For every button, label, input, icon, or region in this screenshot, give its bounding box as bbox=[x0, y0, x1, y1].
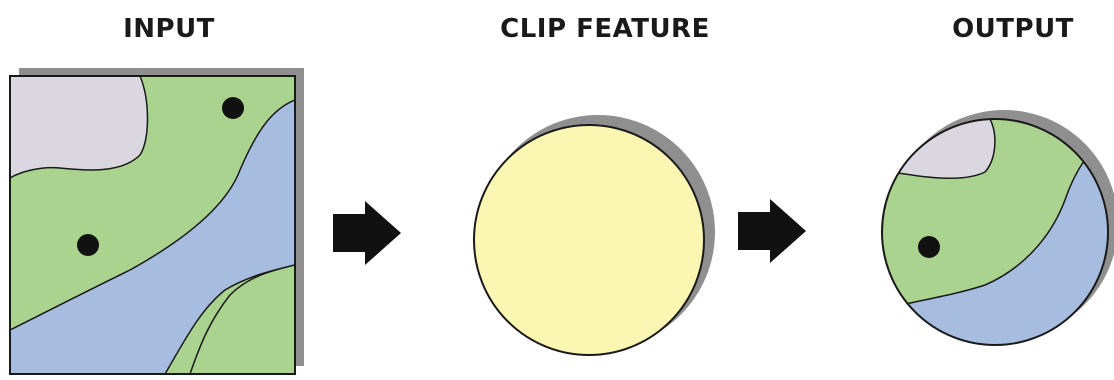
clip-feature-label: CLIP FEATURE bbox=[500, 14, 710, 44]
input-green-corner bbox=[189, 264, 295, 374]
output-pale-region bbox=[882, 119, 996, 180]
input-point-left bbox=[77, 234, 99, 256]
right-arrow-icon bbox=[738, 199, 806, 263]
clip-feature-circle bbox=[473, 124, 705, 356]
input-label: INPUT bbox=[123, 14, 215, 44]
output-panel bbox=[881, 110, 1114, 346]
right-arrow-icon bbox=[333, 201, 401, 265]
input-pale-region bbox=[10, 76, 149, 179]
input-point-top bbox=[222, 97, 244, 119]
input-blue-region bbox=[10, 99, 295, 374]
input-panel bbox=[9, 68, 304, 375]
clip-feature-panel bbox=[473, 115, 715, 356]
output-label: OUTPUT bbox=[952, 14, 1074, 44]
output-point bbox=[918, 236, 940, 258]
output-blue-region bbox=[882, 128, 1108, 345]
input-frame bbox=[9, 75, 296, 375]
output-outline bbox=[881, 118, 1109, 346]
